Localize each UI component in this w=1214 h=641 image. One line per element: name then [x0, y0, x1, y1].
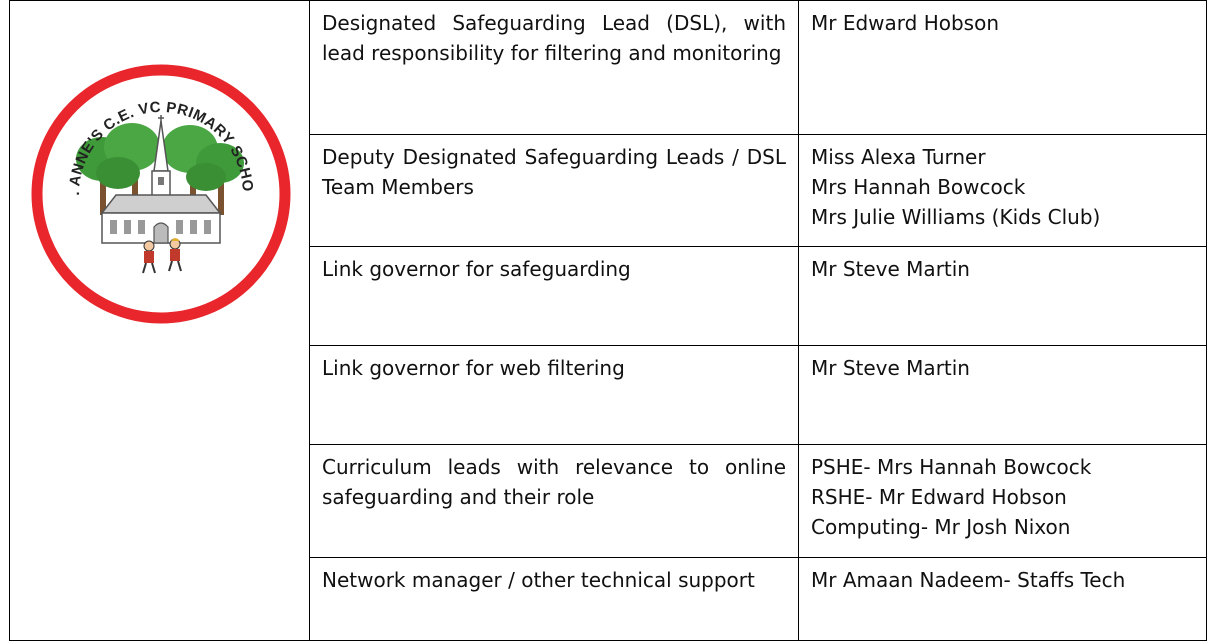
name-list: Mr Edward Hobson: [799, 1, 1206, 38]
role-text: Designated Safeguarding Lead (DSL), with…: [322, 11, 786, 65]
name-text: Mrs Julie Williams (Kids Club): [811, 205, 1101, 229]
name-text: PSHE- Mrs Hannah Bowcock: [811, 455, 1092, 479]
table-row-link-governor-safeguarding: Link governor for safeguarding Mr Steve …: [10, 246, 1207, 346]
name-cell: Mr Edward Hobson: [798, 0, 1207, 135]
role-cell: Curriculum leads with relevance to onlin…: [309, 444, 799, 558]
name-text: Mrs Hannah Bowcock: [811, 175, 1026, 199]
name-list: PSHE- Mrs Hannah Bowcock RSHE- Mr Edward…: [799, 445, 1206, 542]
safeguarding-roles-table: ST. ANNE'S C.E. VC PRIMARY SCHOOL Design…: [9, 0, 1207, 641]
name-cell: Mr Steve Martin: [798, 345, 1207, 445]
role-cell: Link governor for safeguarding: [309, 246, 799, 346]
name-text: RSHE- Mr Edward Hobson: [811, 485, 1067, 509]
role-text: Link governor for safeguarding: [322, 257, 631, 281]
name-text: Mr Amaan Nadeem- Staffs Tech: [811, 568, 1126, 592]
name-text: Mr Edward Hobson: [811, 11, 1000, 35]
table-row-network-manager: Network manager / other technical suppor…: [10, 557, 1207, 641]
children-figures-icon: [142, 238, 182, 274]
name-text: Computing- Mr Josh Nixon: [811, 515, 1071, 539]
name-text: Mr Steve Martin: [811, 356, 970, 380]
school-logo-badge: ST. ANNE'S C.E. VC PRIMARY SCHOOL: [24, 50, 291, 324]
name-cell: Mr Amaan Nadeem- Staffs Tech: [798, 557, 1207, 641]
name-text: Miss Alexa Turner: [811, 145, 986, 169]
role-cell: Deputy Designated Safeguarding Leads / D…: [309, 134, 799, 247]
logo-cell: ST. ANNE'S C.E. VC PRIMARY SCHOOL: [9, 0, 310, 641]
table-row-curriculum-leads: Curriculum leads with relevance to onlin…: [10, 444, 1207, 558]
table-row-dsl: ST. ANNE'S C.E. VC PRIMARY SCHOOL Design…: [9, 0, 1207, 641]
name-list: Miss Alexa Turner Mrs Hannah Bowcock Mrs…: [799, 135, 1206, 232]
role-text: Link governor for web filtering: [322, 356, 625, 380]
logo-trees: [76, 123, 244, 215]
name-cell: Mr Steve Martin: [798, 246, 1207, 346]
church-icon: [100, 115, 222, 244]
name-text: Mr Steve Martin: [811, 257, 970, 281]
name-list: Mr Steve Martin: [799, 247, 1206, 284]
name-cell: PSHE- Mrs Hannah Bowcock RSHE- Mr Edward…: [798, 444, 1207, 558]
name-cell: Miss Alexa Turner Mrs Hannah Bowcock Mrs…: [798, 134, 1207, 247]
role-text: Deputy Designated Safeguarding Leads / D…: [322, 145, 786, 199]
role-cell: Network manager / other technical suppor…: [309, 557, 799, 641]
role-cell: Designated Safeguarding Lead (DSL), with…: [309, 0, 799, 135]
table-row-deputy-dsl: Deputy Designated Safeguarding Leads / D…: [10, 134, 1207, 247]
role-text: Network manager / other technical suppor…: [322, 568, 755, 592]
school-logo: ST. ANNE'S C.E. VC PRIMARY SCHOOL: [10, 1, 309, 329]
name-list: Mr Steve Martin: [799, 346, 1206, 383]
role-cell: Link governor for web filtering: [309, 345, 799, 445]
role-text: Curriculum leads with relevance to onlin…: [322, 455, 786, 509]
